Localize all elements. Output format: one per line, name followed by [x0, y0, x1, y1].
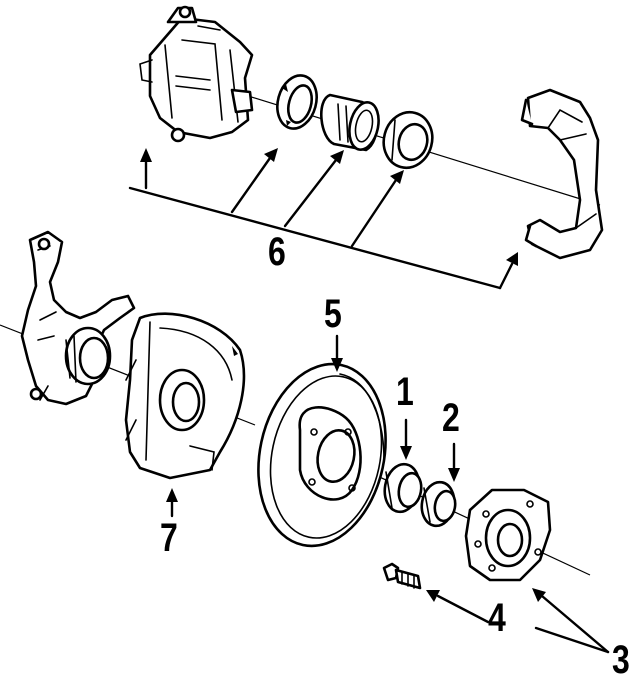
caliper-mounting-bracket [520, 88, 604, 260]
callout-5-leader [331, 334, 343, 372]
callout-2-leader [448, 442, 460, 482]
wheel-hub [464, 488, 552, 582]
piston-boot [382, 110, 434, 170]
callout-4-leader [426, 590, 490, 624]
inner-bearing [383, 462, 423, 514]
callout-number-3: 3 [612, 638, 630, 682]
splash-shield [124, 312, 246, 480]
callout-1-leader [400, 418, 412, 460]
wheel-stud [382, 562, 422, 590]
brake-caliper [139, 5, 254, 143]
outer-bearing [420, 480, 457, 528]
callout-number-4: 4 [488, 596, 506, 640]
callout-number-5: 5 [324, 292, 342, 336]
callout-6-leaders [128, 148, 518, 290]
caliper-piston [319, 93, 380, 152]
piston-seal [276, 74, 318, 130]
callout-7-leader [166, 488, 178, 518]
callout-3-leaders [532, 588, 610, 654]
steering-knuckle [20, 230, 136, 406]
callout-number-2: 2 [442, 396, 460, 440]
callout-number-6: 6 [268, 230, 286, 274]
brake-rotor [257, 362, 387, 548]
callout-number-1: 1 [396, 370, 414, 414]
callout-number-7: 7 [160, 516, 178, 560]
